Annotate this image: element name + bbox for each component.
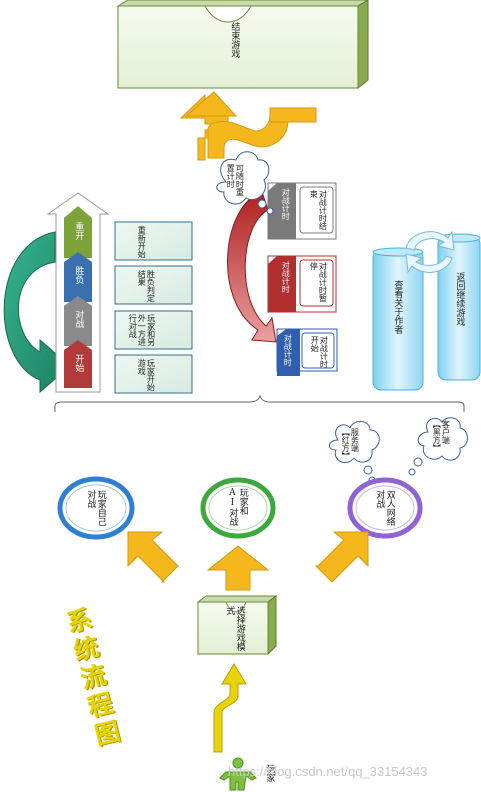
ladder-step-restart: 重开 — [73, 222, 84, 240]
timer-pause-tab: 对战计时 — [281, 261, 291, 293]
ladder-arrow — [46, 192, 110, 393]
timer-end-tab: 对战计时 — [281, 188, 291, 220]
timer-start-label: 对战计时开始 — [310, 336, 329, 368]
red-curve-arrow — [227, 191, 277, 343]
player-icon — [219, 757, 257, 791]
timer-pause-label: 对战计时暂停 — [309, 262, 328, 302]
client-cloud-text: 客户端【黑方】 — [432, 420, 451, 452]
timer-end-label: 对战计时结束 — [309, 190, 328, 230]
refresh-arrows-icon — [405, 230, 455, 274]
arrow-to-network — [314, 531, 369, 583]
mode-brace — [54, 394, 465, 412]
note-restart: 重新开始 — [137, 226, 147, 258]
server-cloud — [329, 421, 380, 484]
mode-ring-network — [347, 477, 423, 539]
teal-curve-arrow — [3, 231, 71, 394]
mode-network-label: 双人网络对战 — [374, 490, 395, 526]
client-cloud — [408, 417, 468, 476]
note-start: 玩家开始游戏 — [137, 359, 156, 391]
note-battle: 玩家和另外一方进行对战 — [128, 314, 156, 346]
arrow-to-ai — [206, 545, 270, 591]
mode-ring-ai — [200, 477, 276, 539]
arrow-to-select — [213, 663, 247, 753]
select-mode-label: 选择游戏模式 — [224, 606, 245, 651]
player-label: 玩家 — [264, 764, 275, 782]
return-panel-label: 返回继续游戏 — [454, 272, 465, 326]
watermark: https://blog.csdn.net/qq_33154343 — [228, 764, 428, 779]
mode-ring-self — [57, 476, 135, 540]
ladder-step-battle: 对战 — [73, 310, 84, 328]
mode-ai-label: 玩家和AI对战 — [227, 488, 248, 526]
timer-cloud — [216, 151, 274, 215]
arrow-to-self — [127, 531, 179, 583]
ladder-step-result: 胜负 — [73, 266, 84, 284]
ladder-step-start: 开始 — [73, 354, 84, 372]
ladder-notes-boxes — [114, 221, 193, 394]
timer-start-tab: 对战计时 — [283, 334, 293, 366]
end-game-label: 结束游戏 — [229, 22, 240, 58]
timers-group — [267, 182, 338, 376]
about-panel — [372, 247, 424, 391]
mode-self-label: 玩家自己对战 — [85, 490, 106, 526]
end-game-box — [116, 0, 369, 90]
timer-cloud-text: 可随时重置计时 — [226, 164, 245, 196]
note-result: 胜负判定结果 — [137, 270, 156, 302]
server-cloud-text: 服务端【红方】 — [341, 428, 360, 460]
about-panel-label: 查看关于作者 — [392, 280, 403, 334]
select-mode-box — [196, 595, 278, 656]
